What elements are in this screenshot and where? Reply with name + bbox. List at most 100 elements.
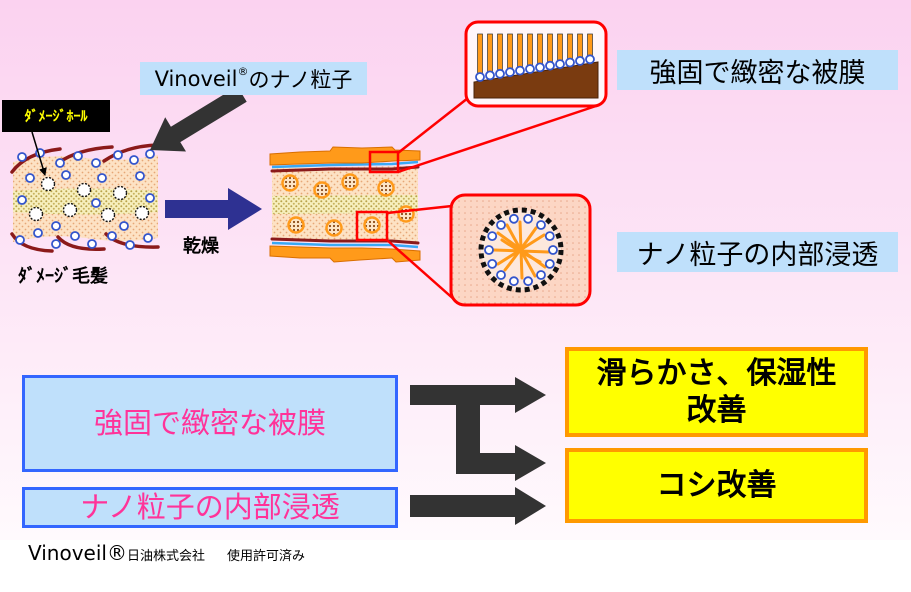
copyright-footer: Vinoveil®日油株式会社使用許可済み [28,541,305,565]
internal-penetration-zoom [449,193,592,307]
nanoparticle [70,231,80,241]
nanoparticle [548,245,558,255]
film-to-firmness-arrow [456,445,546,481]
internal-fiber [503,226,538,272]
damage-hole [112,185,128,201]
penetrated-nanoparticle [341,173,359,191]
callout-line [397,97,469,154]
nanoparticle [515,65,525,76]
nanoparticle [135,171,145,181]
effect-smoothness-line1: 滑らかさ、保湿性 [596,355,837,391]
cuticle-scale [56,235,106,251]
penetrated-nanoparticle [397,205,415,223]
outer-coating-layer [269,245,421,263]
film-fiber [497,33,503,71]
nanoparticle [536,220,546,230]
nanoparticle [33,228,43,238]
effect-smoothness-box: 滑らかさ、保湿性 改善 [565,347,868,437]
nanoparticle-label: Vinoveil®のナノ粒子 [140,62,367,95]
registered-mark: ® [237,65,249,78]
nanoparticle [496,270,506,280]
nanoparticle [575,56,585,66]
nanoparticle [17,152,27,162]
penetrated-nanoparticle [363,216,381,234]
callout-line [386,239,458,303]
cuticle-scale [10,232,54,253]
zoom-callouts [355,97,597,303]
nanoparticle [475,72,485,82]
nanoparticle [495,68,505,79]
nanoparticle [51,239,61,249]
nanoparticle [496,220,506,230]
damage-hole-label: ﾀﾞﾒｰｼﾞﾎｰﾙ [2,100,110,132]
nanoparticle [119,221,129,231]
film-fiber [587,33,593,56]
nanoparticle [51,221,61,231]
callout-line [397,104,597,174]
penetrated-nanoparticle [325,219,343,237]
damaged-hair-illustration [10,131,160,253]
nanoparticle [544,231,555,242]
nanoparticle-brand: Vinoveil [154,66,238,91]
nanoparticle [523,213,533,224]
film-fiber [547,33,553,63]
nanoparticle [535,62,545,73]
nanoparticle [25,173,35,183]
coating-line [271,241,419,249]
cuticle-line [270,165,420,173]
nanoparticle [17,195,27,205]
film-fiber [507,33,513,69]
nanoparticle [565,57,575,68]
callout-frame-surface [368,150,400,174]
penetrated-nanoparticle [313,181,331,199]
penetrated-nanoparticle [281,174,299,192]
footer-company: 日油株式会社 [126,549,205,564]
film-fiber [577,33,583,58]
nanoparticle [509,276,519,287]
effect-firmness-line1: コシ改善 [656,467,777,503]
nanoparticle-label-suffix: のナノ粒子 [248,67,353,92]
damage-hole-pointer-arrow [31,131,47,176]
nanoparticle [145,149,155,159]
film-fiber [477,33,483,74]
nanoparticle [484,245,494,255]
film-fiber [557,33,563,61]
nanoparticle-pointer-arrow [150,86,247,152]
nanoparticle [555,59,565,69]
nanoparticle [545,60,555,71]
cause-penetration-box: ナノ粒子の内部浸透 [22,487,398,528]
cause-strong-film-box: 強固で緻密な被膜 [22,375,398,472]
damage-hole [134,205,150,221]
nanoparticle [145,193,155,203]
penetration-to-firmness-arrow [410,487,546,525]
film-fiber [527,33,533,66]
nanoparticle [73,151,83,161]
drying-arrow [165,188,262,230]
nanoparticle [91,158,101,168]
nanoparticle [585,54,595,65]
nanoparticle [544,258,555,269]
nanoparticle [15,235,25,245]
effect-firmness-box: コシ改善 [565,448,868,523]
film-fiber [537,33,543,64]
footer-brand: Vinoveil [28,541,107,565]
drying-label: 乾燥 [183,236,219,257]
nanoparticle [97,173,107,183]
nanoparticle [487,231,498,242]
callout-frame-interior [355,210,389,242]
film-fiber [517,33,523,67]
hair-medulla [272,195,418,214]
footer-registered-mark: ® [106,541,127,565]
nanoparticle [113,150,123,160]
nanoparticle [485,70,495,81]
coating-line [271,160,419,169]
damage-hole [100,207,116,223]
nanoparticle [55,158,65,168]
effect-flow-arrows [410,377,546,525]
film-fiber [487,33,493,72]
nanoparticle [523,276,533,287]
nanoparticle [91,198,101,208]
effect-smoothness-line2: 改善 [686,393,747,428]
damage-hole [76,182,92,198]
